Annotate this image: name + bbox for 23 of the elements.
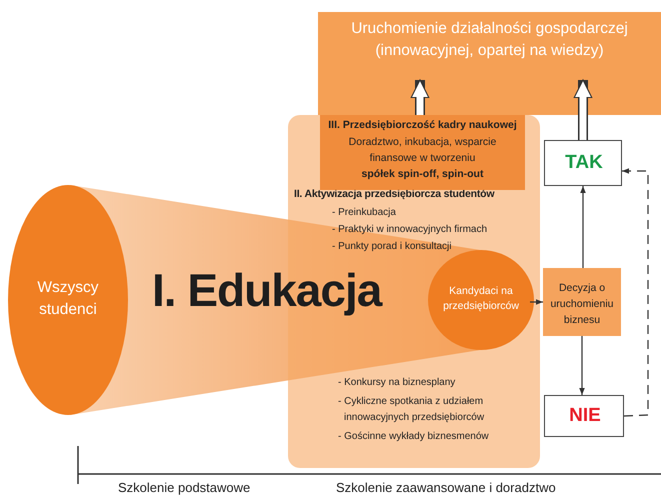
axis-label: Szkolenie zaawansowane i doradztwo bbox=[336, 480, 556, 496]
list-item: - Preinkubacja bbox=[332, 207, 397, 219]
node-label: Wszyscy studenci bbox=[36, 278, 100, 320]
decision-no-box bbox=[544, 395, 624, 437]
node-label: NIE bbox=[568, 405, 602, 428]
list-item: - Praktyki w innowacyjnych firmach bbox=[332, 224, 488, 236]
heading: III. Przedsiębiorczość kadry naukowej bbox=[327, 119, 518, 132]
heading: II. Aktywizacja przedsiębiorcza studentów bbox=[294, 188, 496, 201]
node-label: Uruchomienie działalności gospodarczej (innowacyjnej, opartej na wiedzy) bbox=[350, 19, 629, 62]
list-item: - Punkty porad i konsultacji bbox=[332, 241, 453, 253]
stage-box bbox=[320, 115, 525, 190]
decision-yes-box bbox=[544, 140, 622, 186]
node-label: spółek spin-off, spin-out bbox=[360, 168, 484, 181]
list-item: - Konkursy na biznesplany bbox=[338, 377, 456, 389]
decision-box bbox=[543, 268, 621, 336]
node-label: Decyzja o uruchomieniu biznesu bbox=[549, 281, 615, 328]
stage-title: I. Edukacja bbox=[152, 263, 382, 318]
node-label: TAK bbox=[564, 152, 604, 175]
axis-label: Szkolenie podstawowe bbox=[118, 480, 250, 496]
list-item: - Cykliczne spotkania z udziałem innowacyjnych przedsiębiorców bbox=[338, 395, 486, 425]
list-item: - Gościnne wykłady biznesmenów bbox=[338, 431, 490, 443]
node-label: Kandydaci na przedsiębiorców bbox=[442, 284, 520, 314]
goal-box bbox=[318, 12, 661, 115]
